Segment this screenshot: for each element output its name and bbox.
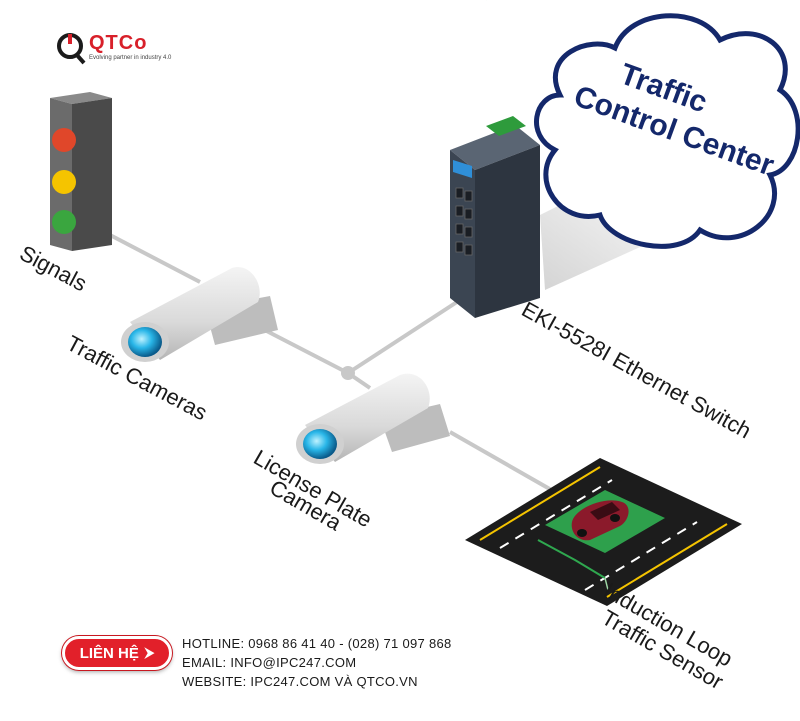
arrow-right-icon: ⮞ <box>144 645 155 660</box>
link-signals <box>109 233 201 284</box>
license-plate-camera <box>296 373 450 464</box>
yellow-light-icon <box>52 170 76 194</box>
label-ethernet-switch: EKI-5528I Ethernet Switch <box>518 297 756 444</box>
logo-name: QTCo <box>89 32 148 54</box>
ethernet-ports-icon <box>455 187 473 256</box>
car-icon <box>571 500 629 541</box>
traffic-camera <box>121 267 278 362</box>
website-text[interactable]: WEBSITE: IPC247.COM VÀ QTCO.VN <box>182 674 418 689</box>
link-induction-loop <box>449 430 556 494</box>
junction-node <box>341 366 355 380</box>
contact-button-label: LIÊN HỆ <box>79 644 139 662</box>
logo-tagline: Evolving partner in industry 4.0 <box>89 55 172 61</box>
road-induction-loop <box>465 458 742 606</box>
logo-mark-icon <box>57 33 86 65</box>
contact-button[interactable]: LIÊN HỆ ⮞ <box>62 636 172 670</box>
license-camera-lens-icon <box>303 429 337 459</box>
hotline-text: HOTLINE: 0968 86 41 40 - (028) 71 097 86… <box>182 636 452 651</box>
link-switch <box>346 298 462 375</box>
link-traffic-camera <box>254 323 349 375</box>
ethernet-switch <box>450 0 540 318</box>
green-light-icon <box>52 210 76 234</box>
traffic-control-center-cloud[interactable]: Traffic Control Center <box>534 13 800 249</box>
traffic-signal <box>50 92 112 251</box>
traffic-camera-lens-icon <box>128 327 162 357</box>
connection-lines <box>109 233 556 494</box>
email-text[interactable]: EMAIL: INFO@IPC247.COM <box>182 655 357 670</box>
red-light-icon <box>52 128 76 152</box>
qtco-logo[interactable]: QTCo Evolving partner in industry 4.0 <box>56 30 186 70</box>
